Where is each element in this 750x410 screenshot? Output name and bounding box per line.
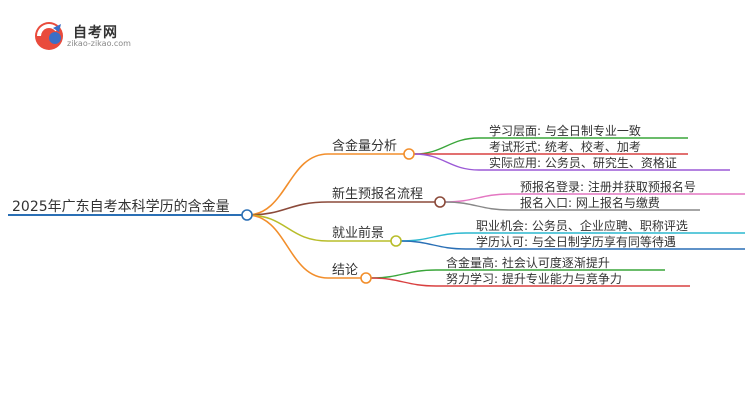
leaf-label: 预报名登录: 注册并获取预报名号 (520, 179, 696, 194)
branch-connector (246, 214, 329, 279)
logo-domain-text: zikao-zikao.com (67, 39, 131, 48)
leaf-label: 学历认可: 与全日制学历享有同等待遇 (476, 234, 676, 249)
leaf-connector (444, 193, 511, 203)
branch-label: 含金量分析 (332, 138, 397, 154)
branch-connector (246, 214, 329, 242)
leaf-label: 含金量高: 社会认可度逐渐提升 (446, 255, 610, 270)
logo-brand-text: 自考网 (73, 25, 118, 41)
leaf-connector (370, 269, 437, 279)
leaf-label: 考试形式: 统考、校考、加考 (489, 139, 641, 154)
branch-node (434, 196, 446, 208)
branch-node (390, 235, 402, 247)
site-logo[interactable]: 自考网 zikao-zikao.com (33, 20, 153, 52)
branch-node (403, 148, 415, 160)
leaf-connector (413, 153, 480, 171)
branch-label: 结论 (332, 263, 358, 278)
leaf-label: 职业机会: 公务员、企业应聘、职称评选 (476, 218, 688, 233)
leaf-connector (413, 137, 480, 155)
leaf-connector (400, 232, 467, 242)
branch-connector (246, 201, 329, 216)
leaf-label: 实际应用: 公务员、研究生、资格证 (489, 155, 677, 170)
branch-connector (246, 153, 329, 216)
leaf-connector (370, 277, 437, 287)
leaf-connector (400, 240, 467, 250)
leaf-connector (444, 201, 511, 211)
leaf-label: 努力学习: 提升专业能力与竞争力 (446, 271, 622, 286)
branch-label: 就业前景 (332, 225, 384, 241)
branch-label: 新生预报名流程 (332, 186, 423, 202)
leaf-label: 报名入口: 网上报名与缴费 (520, 195, 660, 210)
logo-icon (35, 22, 63, 50)
root-label: 2025年广东自考本科学历的含金量 (12, 199, 230, 215)
leaf-label: 学习层面: 与全日制专业一致 (489, 123, 641, 138)
root-node (241, 209, 253, 221)
branch-node (360, 272, 372, 284)
